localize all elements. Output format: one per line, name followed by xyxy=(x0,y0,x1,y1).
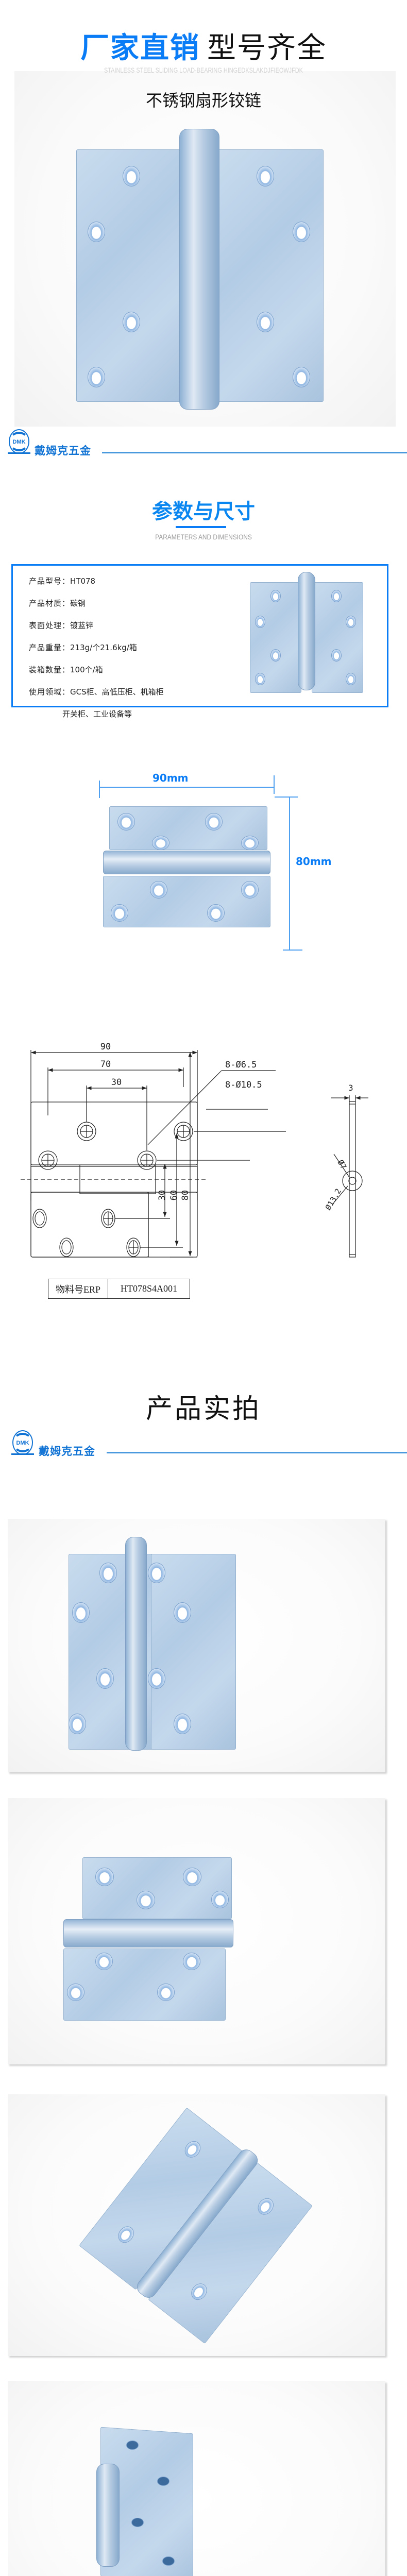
dim-90: 90 xyxy=(100,1042,111,1052)
technical-drawing: 90 70 30 8-Ø6.5 8-Ø10.5 3 30 60 80 Ø7 Ø1… xyxy=(21,1042,368,1258)
height-dim-label: 80mm xyxy=(296,855,332,868)
brand-header: DMK 戴姆克五金 xyxy=(8,429,407,460)
dim-30: 30 xyxy=(111,1077,122,1088)
hero-subtitle-en: STAINLESS STEEL SLIDING LOAD-BEARING HIN… xyxy=(104,66,303,74)
params-title-underline xyxy=(176,526,226,528)
spec-row-material: 产品材质：碳钢 xyxy=(29,599,86,608)
hero-subtitle-cn: 不锈钢扇形铰链 xyxy=(145,91,261,110)
hero-title-rest: 型号齐全 xyxy=(207,31,327,65)
dim-v-80: 80 xyxy=(180,1190,191,1200)
svg-text:DMK: DMK xyxy=(12,439,25,445)
dim-v-30: 30 xyxy=(157,1190,167,1200)
thickness-dim: 3 xyxy=(348,1083,353,1093)
hole-spec-1: 8-Ø6.5 xyxy=(225,1060,257,1070)
brand-divider xyxy=(107,1452,407,1453)
height-dim-line xyxy=(289,796,290,950)
spec-row-weight: 产品重量：213g/个21.6kg/箱 xyxy=(29,643,137,652)
dmk-logo-icon: DMK xyxy=(11,1430,34,1455)
hero-title: 厂家直销型号齐全 xyxy=(0,32,407,65)
width-dim-line xyxy=(99,787,274,788)
params-section-subtitle: PARAMETERS AND DIMENSIONS xyxy=(155,533,252,541)
hole-spec-2: 8-Ø10.5 xyxy=(225,1080,262,1090)
params-section-title: 参数与尺寸 xyxy=(152,500,255,523)
erp-label: 物料号ERP xyxy=(47,1279,109,1299)
spec-row-model: 产品型号：HT078 xyxy=(29,577,96,586)
photo-hinge-front-open xyxy=(8,1519,385,1772)
brand-divider xyxy=(102,452,407,453)
svg-text:DMK: DMK xyxy=(16,1440,29,1446)
spec-row-finish: 表面处理：镀蓝锌 xyxy=(29,621,94,630)
dim-70: 70 xyxy=(100,1059,111,1070)
brand-name: 戴姆克五金 xyxy=(35,445,91,457)
spec-row-usage: 使用领域：GCS柜、高低压柜、机箱柜 xyxy=(29,687,164,697)
hero-title-highlight: 厂家直销 xyxy=(80,31,200,65)
spec-hinge-image xyxy=(234,572,374,703)
hero-hinge-image xyxy=(76,129,324,428)
dimension-photo: 90mm 80mm xyxy=(77,752,345,958)
width-dim-label: 90mm xyxy=(152,772,189,784)
erp-value: HT078S4A001 xyxy=(108,1279,191,1299)
dim-v-60: 60 xyxy=(169,1190,179,1200)
photo-hinge-angled xyxy=(8,2094,385,2356)
dmk-logo-icon: DMK xyxy=(8,429,30,454)
brand-name: 戴姆克五金 xyxy=(39,1445,95,1458)
photo-hinge-horizontal xyxy=(8,1798,385,2064)
photo-section-title: 产品实拍 xyxy=(145,1394,261,1425)
knuckle-outer-dim: Ø13.2 xyxy=(324,1187,343,1212)
spec-row-packing: 装箱数量：100个/箱 xyxy=(29,665,103,674)
spec-box: 产品型号：HT078 产品材质：碳钢 表面处理：镀蓝锌 产品重量：213g/个2… xyxy=(11,564,388,719)
photo-hinge-folded xyxy=(8,2381,385,2576)
erp-table: 物料号ERP HT078S4A001 xyxy=(47,1279,191,1299)
brand-header-2: DMK 戴姆克五金 xyxy=(11,1430,407,1461)
spec-row-usage-cont: 开关柜、工业设备等 xyxy=(62,709,132,719)
